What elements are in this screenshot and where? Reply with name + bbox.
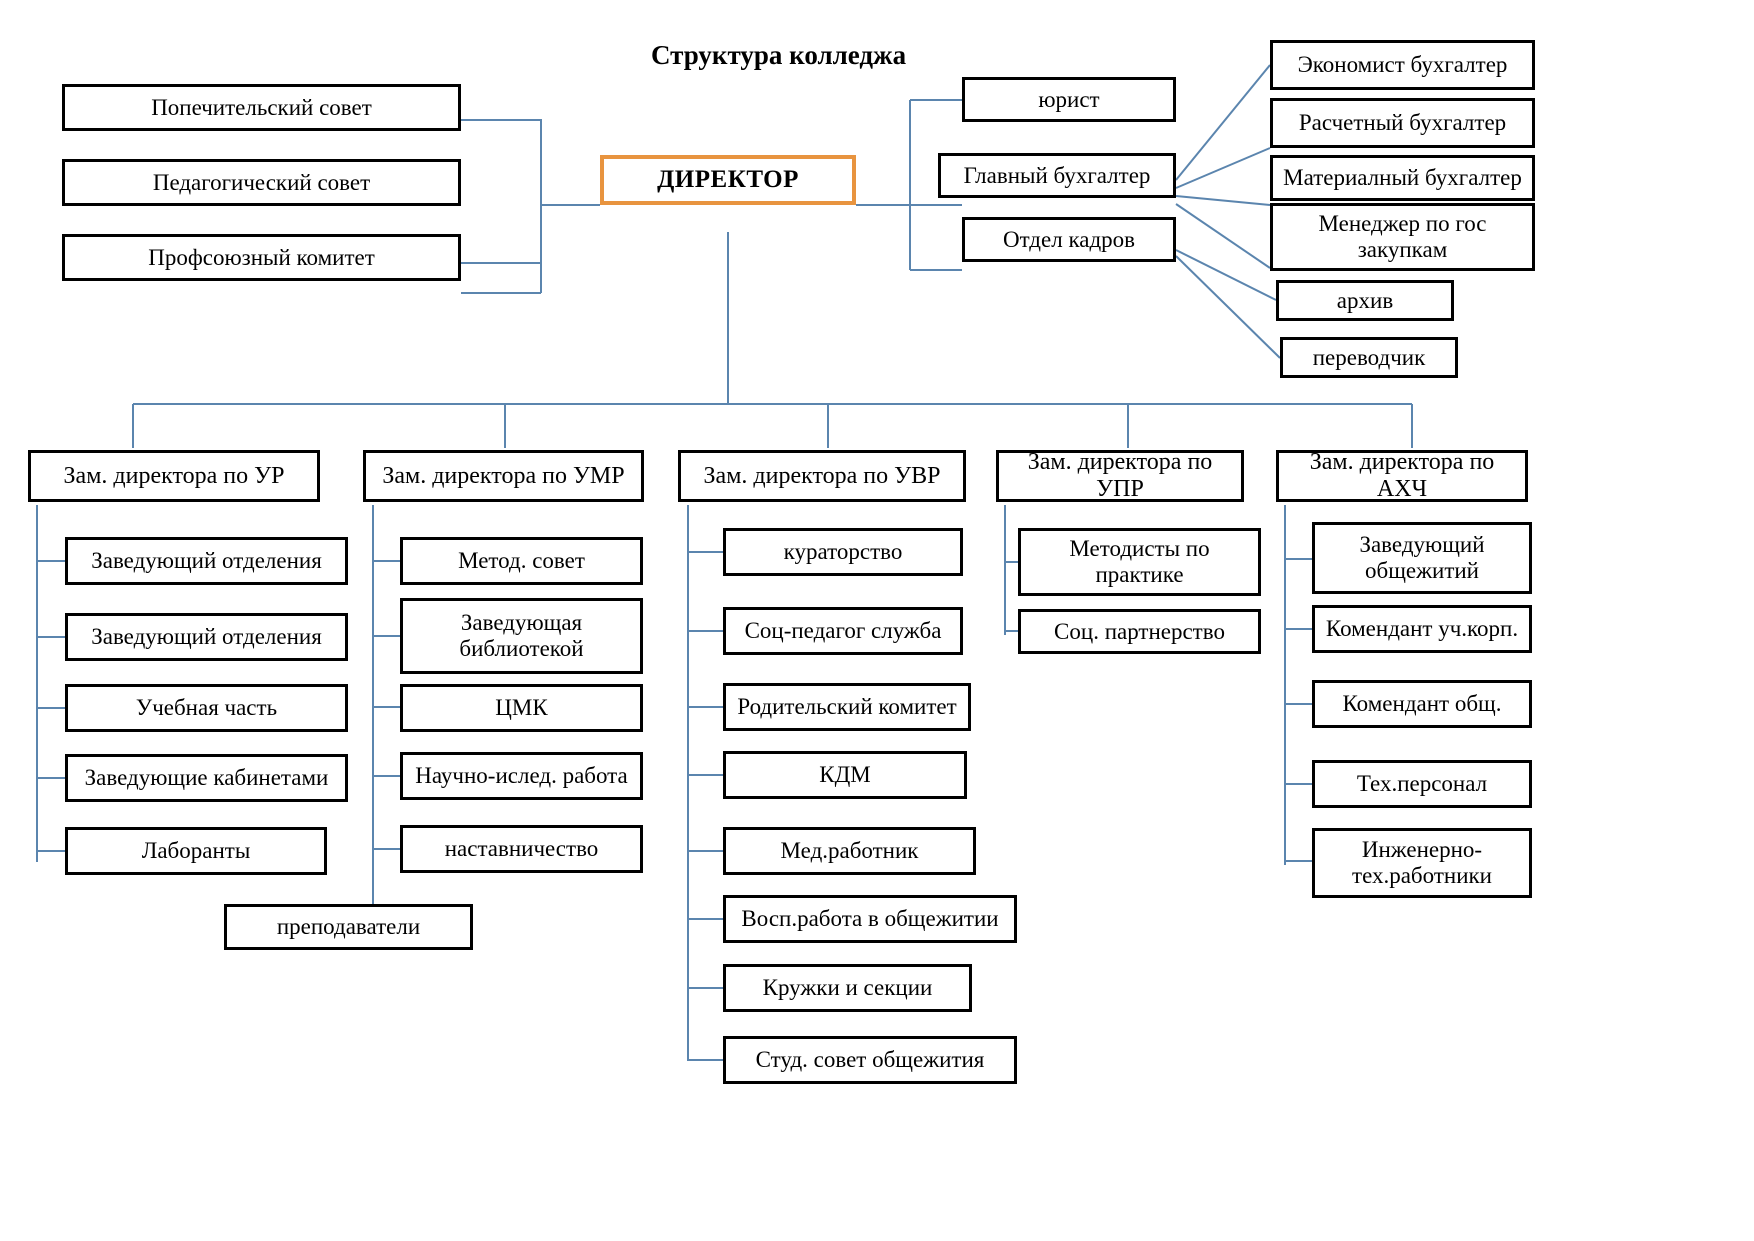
deputy-ur-child-3[interactable]: Заведующие кабинетами [65, 754, 348, 802]
deputy-uvr-child-6[interactable]: Кружки и секции [723, 964, 972, 1012]
deputy-umr-child-2[interactable]: ЦМК [400, 684, 643, 732]
deputy-upr-child-0[interactable]: Методисты по практике [1018, 528, 1261, 596]
deputy-uvr-child-2[interactable]: Родительский комитет [723, 683, 971, 731]
deputy-ur-child-4[interactable]: Лаборанты [65, 827, 327, 875]
deputy-ahc-child-2[interactable]: Комендант общ. [1312, 680, 1532, 728]
accounting-box-2[interactable]: Материалный бухгалтер [1270, 155, 1535, 201]
accounting-box-3[interactable]: Менеджер по гос закупкам [1270, 203, 1535, 271]
deputy-box-umr[interactable]: Зам. директора по УМР [363, 450, 644, 502]
deputy-box-ur[interactable]: Зам. директора по УР [28, 450, 320, 502]
page-title: Структура колледжа [651, 40, 907, 70]
deputy-umr-child-5[interactable]: преподаватели [224, 904, 473, 950]
deputy-umr-child-3[interactable]: Научно-ислед. работа [400, 752, 643, 800]
staff-box-hr-department[interactable]: Отдел кадров [962, 217, 1176, 262]
deputy-umr-child-0[interactable]: Метод. совет [400, 537, 643, 585]
deputy-ahc-child-4[interactable]: Инженерно-тех.работники [1312, 828, 1532, 898]
deputy-ur-child-1[interactable]: Заведующий отделения [65, 613, 348, 661]
deputy-box-upr[interactable]: Зам. директора по УПР [996, 449, 1244, 502]
advisory-box-0[interactable]: Попечительский совет [62, 84, 461, 131]
deputy-umr-child-4[interactable]: наставничество [400, 825, 643, 873]
deputy-ur-child-2[interactable]: Учебная часть [65, 684, 348, 732]
hr-unit-translator[interactable]: переводчик [1280, 337, 1458, 378]
deputy-box-ahc[interactable]: Зам. директора по АХЧ [1276, 449, 1528, 502]
deputy-umr-child-1[interactable]: Заведующая библиотекой [400, 598, 643, 674]
deputy-uvr-child-4[interactable]: Мед.работник [723, 827, 976, 875]
advisory-box-2[interactable]: Профсоюзный комитет [62, 234, 461, 281]
deputy-uvr-child-5[interactable]: Восп.работа в общежитии [723, 895, 1017, 943]
deputy-box-uvr[interactable]: Зам. директора по УВР [678, 450, 966, 502]
deputy-ahc-child-3[interactable]: Тех.персонал [1312, 760, 1532, 808]
accounting-box-1[interactable]: Расчетный бухгалтер [1270, 98, 1535, 148]
hr-unit-archive[interactable]: архив [1276, 280, 1454, 321]
deputy-ur-child-0[interactable]: Заведующий отделения [65, 537, 348, 585]
deputy-uvr-child-1[interactable]: Соц-педагог служба [723, 607, 963, 655]
deputy-uvr-child-7[interactable]: Студ. совет общежития [723, 1036, 1017, 1084]
advisory-box-1[interactable]: Педагогический совет [62, 159, 461, 206]
deputy-ahc-child-1[interactable]: Комендант уч.корп. [1312, 605, 1532, 653]
director-box[interactable]: ДИРЕКТОР [600, 155, 856, 205]
deputy-ahc-child-0[interactable]: Заведующий общежитий [1312, 522, 1532, 594]
accounting-box-0[interactable]: Экономист бухгалтер [1270, 40, 1535, 90]
deputy-uvr-child-0[interactable]: кураторство [723, 528, 963, 576]
staff-box-chief-accountant[interactable]: Главный бухгалтер [938, 153, 1176, 198]
deputy-uvr-child-3[interactable]: КДМ [723, 751, 967, 799]
deputy-upr-child-1[interactable]: Соц. партнерство [1018, 609, 1261, 654]
staff-box-lawyer[interactable]: юрист [962, 77, 1176, 122]
